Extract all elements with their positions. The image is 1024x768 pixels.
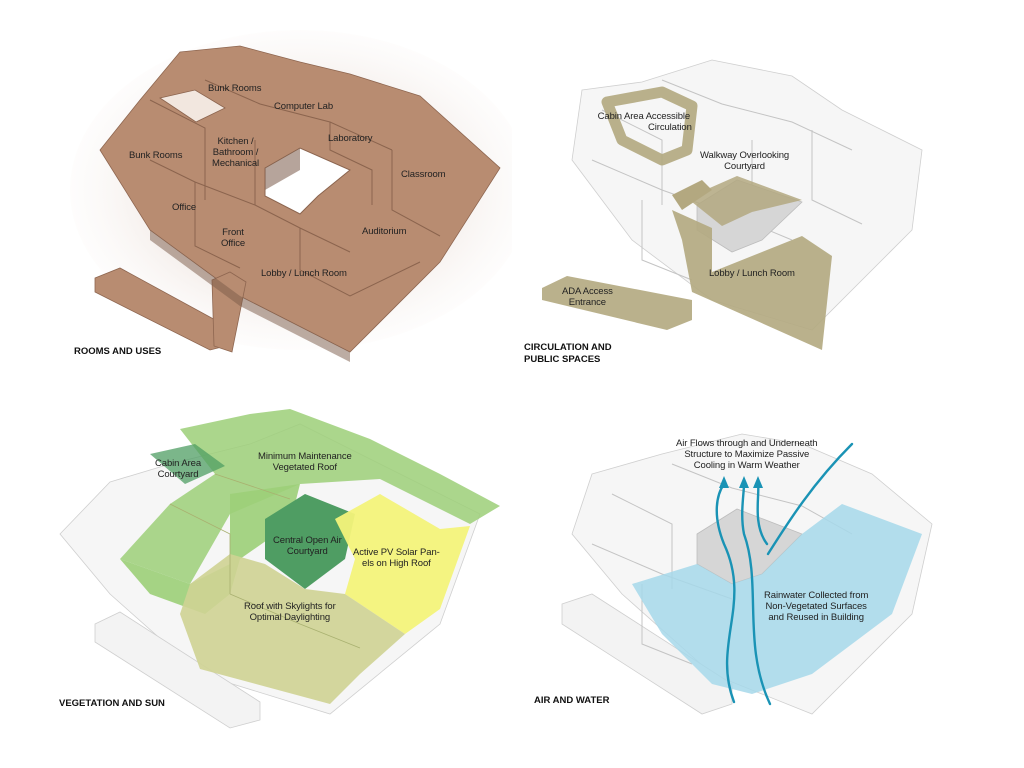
cabin-area-courtyard-fill [150,444,225,484]
label-laboratory: Laboratory [328,133,373,144]
vegetated-roof [120,409,500,584]
rainwater-collection-roof [632,504,922,694]
label-air-flows-through: Air Flows through and Underneath Structu… [676,438,818,471]
title-circulation-and-public-spaces: CIRCULATION AND PUBLIC SPACES [524,342,612,365]
label-kitchen-bathroom-mechanical: Kitchen / Bathroom / Mechanical [212,136,260,169]
lobby-circulation [672,210,832,350]
title-air-and-water: AIR AND WATER [534,695,610,706]
label-central-open-air-courtyard: Central Open Air Courtyard [273,535,342,557]
label-auditorium: Auditorium [362,226,407,237]
title-rooms-and-uses: ROOMS AND USES [74,346,162,357]
interior-walls [149,79,441,297]
pv-solar-high-roof [335,494,470,634]
label-lobby-lunch-room: Lobby / Lunch Room [261,268,347,279]
vegetation-and-sun-diagram [59,409,500,729]
entry-ramp [94,611,261,729]
courtyard-shadow [265,148,300,190]
label-bunk-rooms-top: Bunk Rooms [208,83,262,94]
arrowhead-3 [753,476,763,488]
cabin-opening [159,89,226,123]
label-lobby-lunch-room-circulation: Lobby / Lunch Room [709,268,795,279]
air-flow-arrows [715,442,854,706]
cabin-circulation-loop [601,86,698,166]
air-arrow-2 [741,482,772,706]
entry-walk [211,271,247,353]
air-arrow-1 [715,482,736,704]
label-bunk-rooms-left: Bunk Rooms [129,150,183,161]
arrowhead-1 [719,476,729,488]
air-and-water-diagram [561,433,933,715]
ada-ramp [542,276,692,330]
vegetated-roof-lower [120,484,300,614]
label-front-office: Front Office [221,227,246,249]
walkway-link [672,180,712,210]
label-cabin-area-accessible-circulation: Cabin Area Accessible Circulation [597,111,692,133]
label-walkway-overlooking-courtyard: Walkway Overlooking Courtyard [700,150,790,172]
label-active-pv-solar-panels: Active PV Solar Pan- els on High Roof [353,547,440,569]
central-open-air-courtyard [265,494,355,589]
label-computer-lab: Computer Lab [274,101,334,112]
air-arrow-diagonal [766,442,854,556]
arrowhead-2 [739,476,749,488]
circulation-diagram [542,59,923,350]
walkway-overlooking-courtyard [687,176,802,226]
skylight-roof [180,554,405,704]
label-minimum-maintenance-vegetated-roof: Minimum Maintenance Vegetated Roof [258,451,352,473]
label-office: Office [172,202,197,213]
label-roof-with-skylights: Roof with Skylights for Optimal Daylight… [244,601,336,623]
roof-lines [169,473,361,649]
label-ada-access-entrance: ADA Access Entrance [562,286,613,308]
rooms-and-uses-diagram [70,30,512,362]
base-shadow [150,230,350,362]
entry-ramp [561,593,733,715]
label-rainwater-collected: Rainwater Collected from Non-Vegetated S… [764,590,869,623]
air-arrowheads [719,476,763,488]
label-cabin-area-courtyard: Cabin Area Courtyard [155,458,202,480]
label-classroom: Classroom [401,169,446,180]
title-vegetation-and-sun: VEGETATION AND SUN [59,698,165,709]
